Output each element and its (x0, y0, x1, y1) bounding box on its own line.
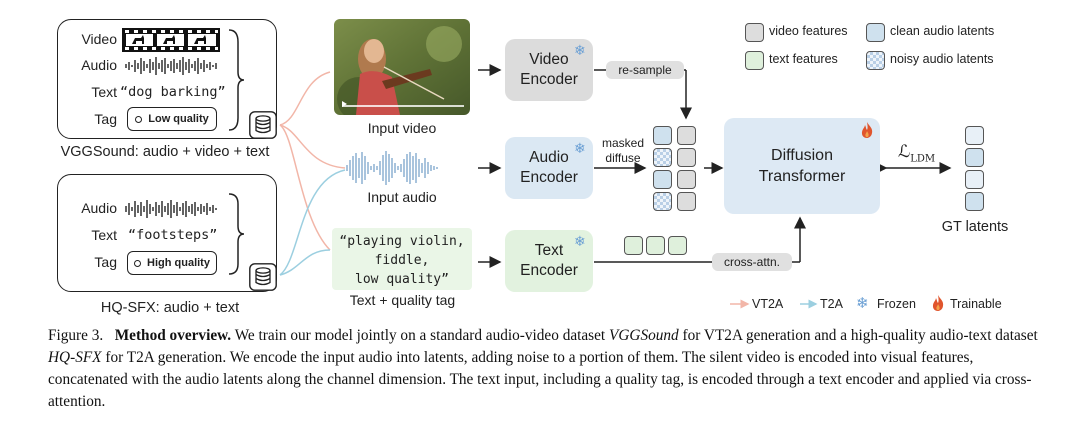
diffuse-label: diffuse (605, 151, 641, 165)
text-feature-token (646, 236, 665, 255)
film-strip-icon (122, 28, 220, 52)
snowflake-icon: ❄ (574, 42, 586, 58)
hq-text-value: “footsteps” (128, 227, 218, 243)
loss-symbol: ℒ (898, 142, 911, 162)
gt-latent (965, 170, 984, 189)
vggsound-label: VGGSound: audio + video + text (60, 144, 270, 160)
input-video-label: Input video (367, 120, 437, 136)
waveform-icon (124, 57, 220, 75)
diffusion-transformer-label: Diffusion Transformer (758, 147, 846, 185)
vgg-row-video-label: Video (81, 31, 117, 47)
gt-latent (965, 192, 984, 211)
snowflake-icon: ❄ (574, 233, 586, 249)
vgg-quality-tag-label: Low quality (148, 113, 209, 125)
noisy-audio-latent (653, 192, 672, 211)
caption-dataset-2: HQ-SFX (48, 349, 102, 366)
vgg-text-value: “dog barking” (120, 84, 226, 100)
masked-label: masked (601, 136, 645, 150)
gt-latent (965, 126, 984, 145)
legend-frozen: Frozen (877, 297, 916, 311)
audio-encoder-block: Audio Encoder (505, 137, 593, 199)
legend-text-swatch (745, 51, 764, 70)
snowflake-icon: ❄ (574, 140, 586, 156)
input-text-box: “playing violin, fiddle, low quality” (332, 228, 472, 290)
vt2a-curve-audio (279, 124, 346, 169)
input-video-thumbnail (334, 19, 470, 115)
legend-clean-swatch (866, 23, 885, 42)
input-audio-label: Input audio (367, 189, 437, 205)
legend-t2a: T2A (820, 297, 843, 311)
legend-video-features: video features (769, 24, 848, 38)
hq-row-text-label: Text (91, 227, 117, 243)
resample-pill: re-sample (606, 61, 684, 79)
input-text-line-1: “playing violin, (339, 234, 465, 249)
video-encoder-block: Video Encoder (505, 39, 593, 101)
loss-label: ℒLDM (898, 142, 935, 164)
masked-diffuse-label: masked diffuse (598, 136, 648, 166)
waveform-icon (124, 200, 220, 218)
caption-title: Method overview. (114, 327, 232, 344)
video-feature-token (677, 170, 696, 189)
vt2a-curve-text (279, 124, 331, 251)
text-encoder-label: Text Encoder (520, 242, 578, 279)
noisy-audio-latent (653, 148, 672, 167)
snowflake-icon: ❄ (856, 295, 869, 312)
diffusion-transformer-block: Diffusion Transformer (724, 118, 880, 214)
text-encoder-block: Text Encoder (505, 230, 593, 292)
video-feature-token (677, 192, 696, 211)
caption-figure-number: Figure 3. (48, 327, 104, 344)
clean-audio-latent (653, 126, 672, 145)
hq-row-audio-label: Audio (81, 200, 117, 216)
video-feature-token (677, 148, 696, 167)
audio-encoder-label: Audio Encoder (520, 149, 578, 186)
gt-latents-label: GT latents (941, 219, 1009, 235)
legend-clean-audio: clean audio latents (890, 24, 995, 38)
legend-trainable: Trainable (950, 297, 1002, 311)
input-text-line-3: low quality” (355, 272, 449, 287)
legend-noisy-swatch (866, 51, 885, 70)
legend-noisy-audio: noisy audio latents (890, 52, 994, 66)
legend-arrows (730, 299, 818, 309)
gt-latent (965, 148, 984, 167)
legend-video-swatch (745, 23, 764, 42)
input-text-line-2: fiddle, (374, 253, 430, 268)
input-audio-waveform (345, 150, 445, 186)
text-feature-token (668, 236, 687, 255)
vgg-row-audio-label: Audio (81, 57, 117, 73)
caption-part-3: for T2A generation. We encode the input … (48, 349, 1032, 410)
t2a-curve-audio (279, 169, 346, 276)
brace-icon (226, 28, 246, 132)
vt2a-curve-video (279, 71, 331, 126)
video-encoder-label: Video Encoder (520, 51, 578, 88)
vgg-row-tag-label: Tag (94, 111, 117, 127)
tag-hole-icon (135, 115, 143, 123)
brace-icon (226, 192, 246, 276)
t2a-curve-text (279, 249, 331, 276)
hqsfx-label: HQ-SFX: audio + text (100, 300, 240, 316)
flame-icon (931, 294, 945, 312)
tag-hole-icon (134, 259, 142, 267)
hq-quality-tag: High quality (127, 251, 217, 275)
cross-attn-pill: cross-attn. (712, 253, 792, 271)
hq-quality-tag-label: High quality (147, 257, 210, 269)
caption-part-2: for VT2A generation and a high-quality a… (682, 327, 1038, 344)
input-text-label: Text + quality tag (349, 292, 456, 308)
vgg-quality-tag: Low quality (127, 107, 217, 131)
legend-vt2a: VT2A (752, 297, 784, 311)
hq-row-tag-label: Tag (94, 254, 117, 270)
caption-dataset-1: VGGSound (609, 327, 679, 344)
loss-subscript: LDM (910, 153, 936, 165)
database-icon (249, 111, 277, 139)
caption-part-1: We train our model jointly on a standard… (234, 327, 606, 344)
flame-icon (860, 121, 874, 139)
figure-caption: Figure 3. Method overview. We train our … (48, 325, 1048, 413)
video-feature-token (677, 126, 696, 145)
legend-text-features: text features (769, 52, 838, 66)
database-icon (249, 263, 277, 291)
vgg-row-text-label: Text (91, 84, 117, 100)
text-feature-token (624, 236, 643, 255)
clean-audio-latent (653, 170, 672, 189)
